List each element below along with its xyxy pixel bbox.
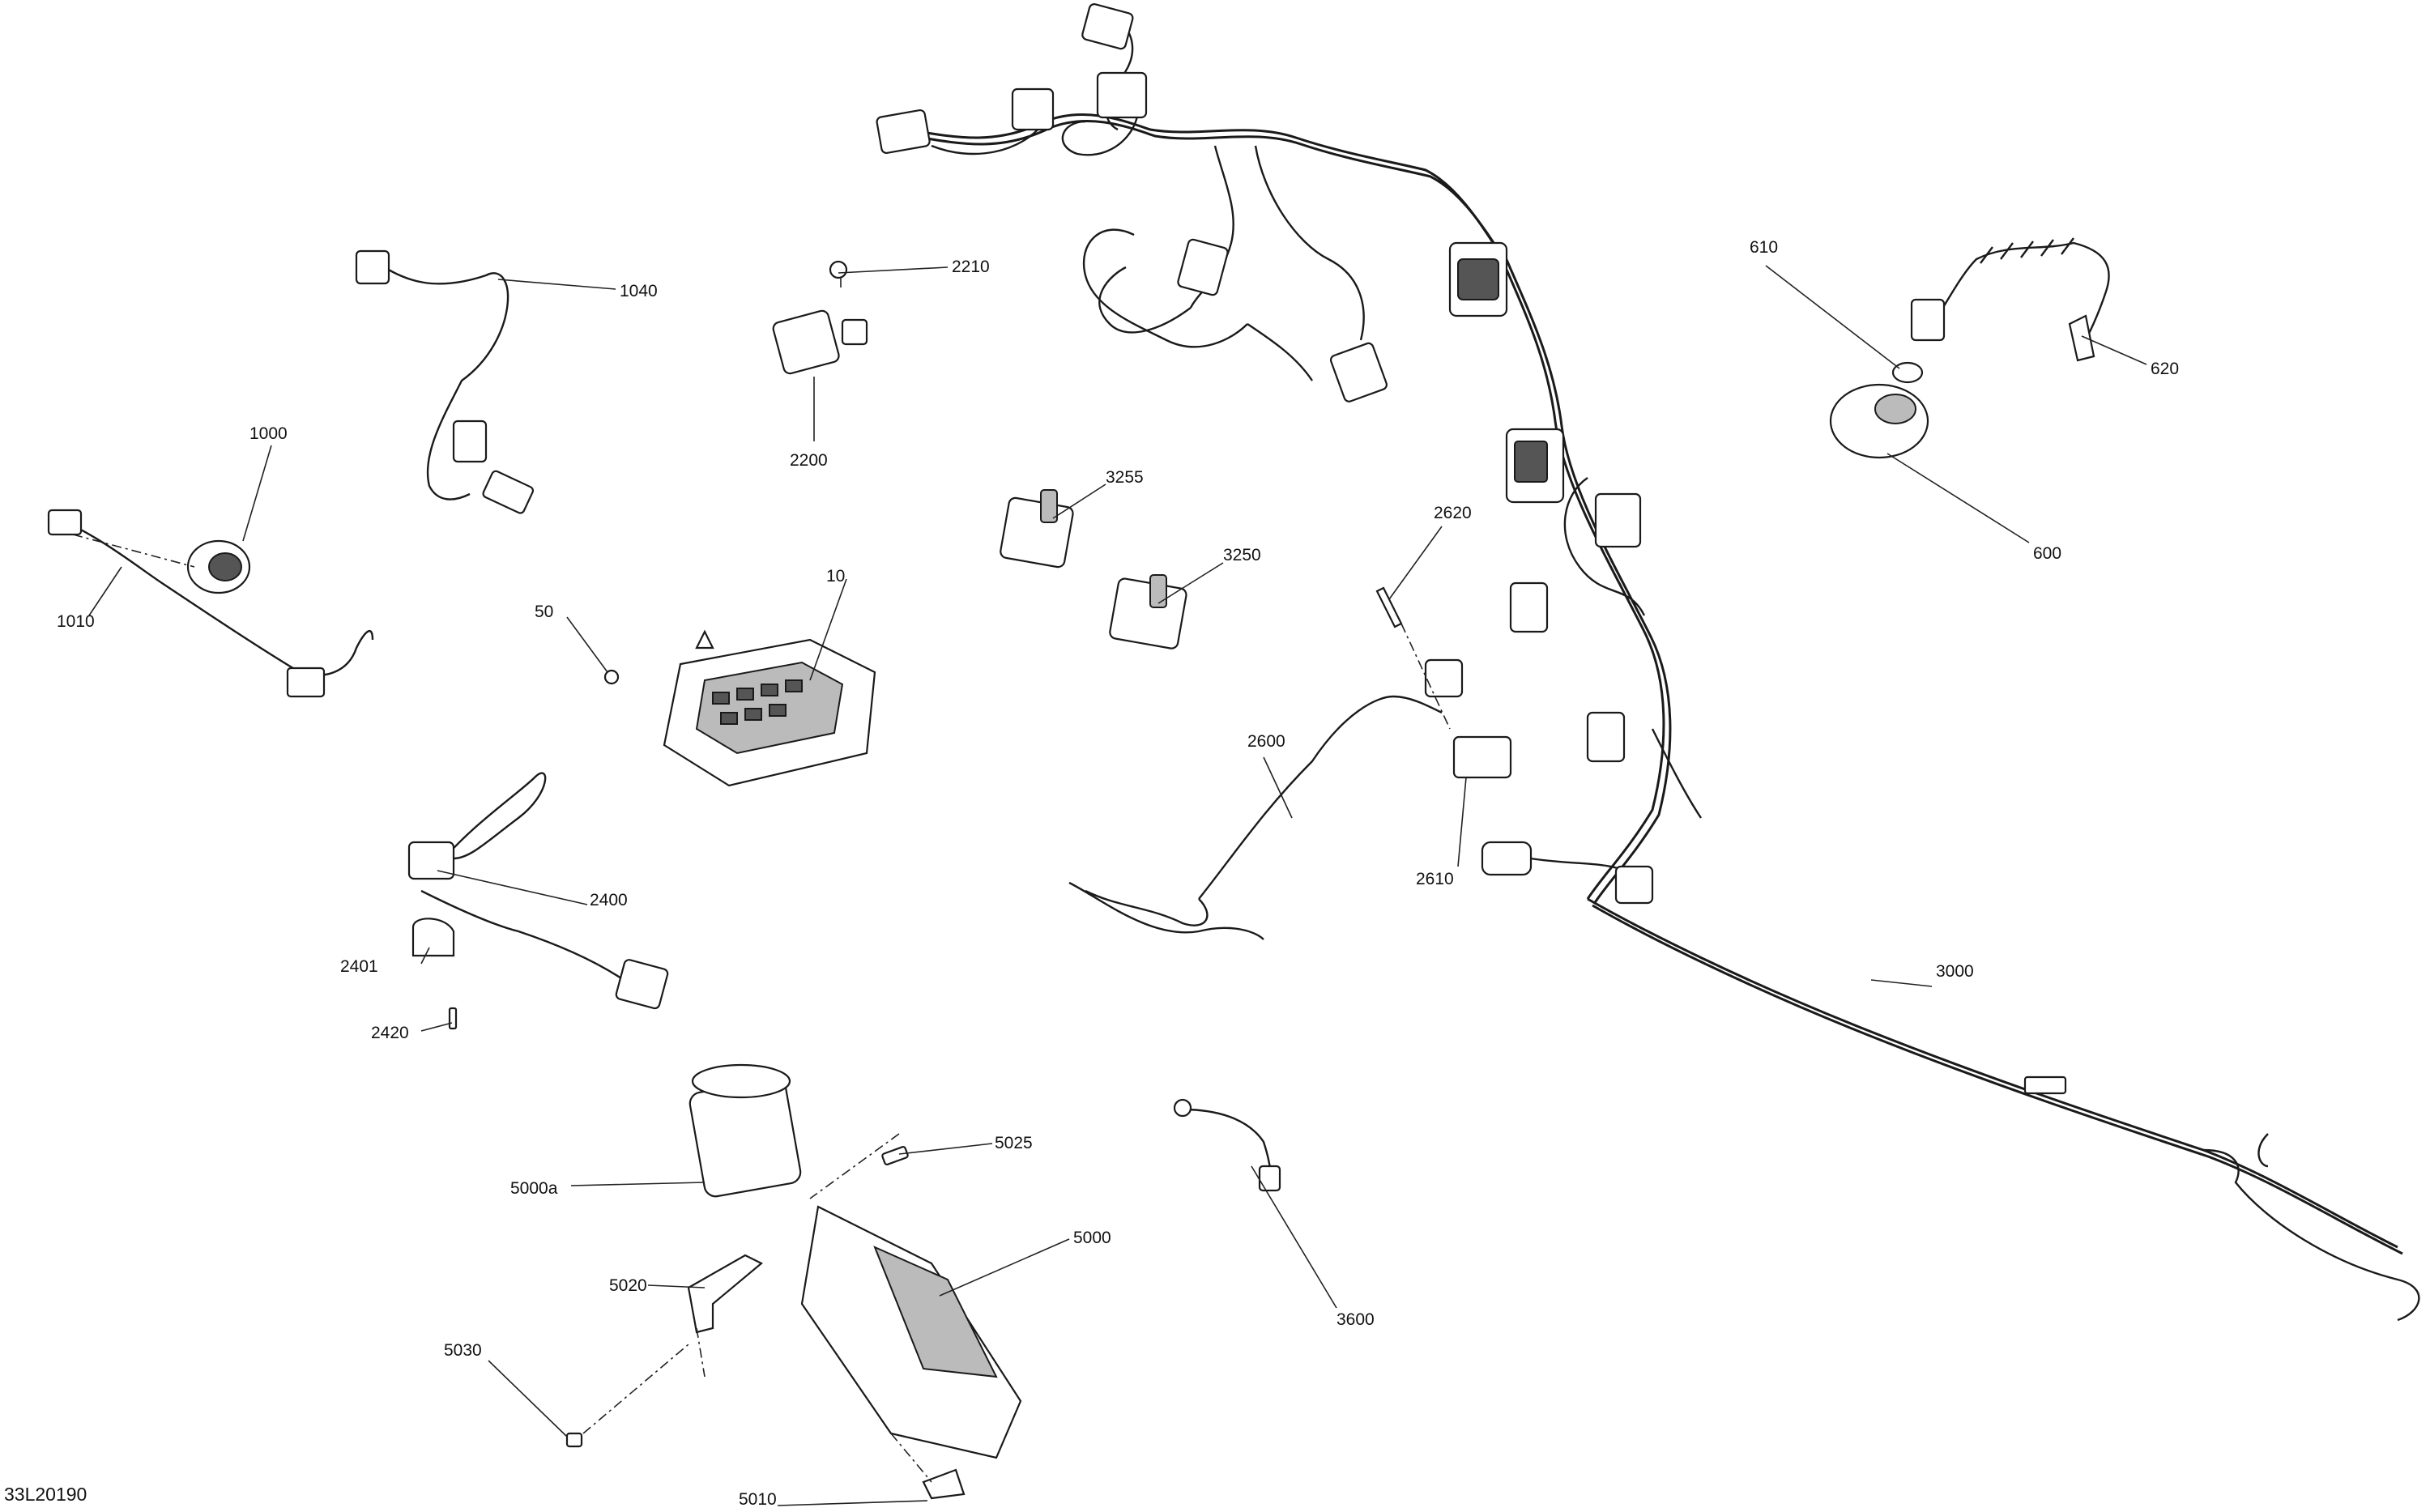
callout-3250: 3250 (1223, 546, 1261, 564)
clip-2401 (411, 918, 455, 957)
ring-610 (1891, 361, 1924, 384)
diagram-reference-code: 33L20190 (4, 1484, 87, 1505)
pin-2620 (1375, 586, 1451, 730)
callout-610: 610 (1750, 238, 1778, 257)
callout-5020: 5020 (609, 1276, 647, 1295)
switch-600 (1829, 383, 1929, 459)
callout-2401: 2401 (340, 957, 378, 976)
bracket-5020 (687, 1254, 763, 1378)
callout-3600: 3600 (1336, 1310, 1375, 1329)
callout-5025: 5025 (995, 1134, 1033, 1152)
callout-2600: 2600 (1247, 732, 1285, 751)
sensor-harness-2400 (407, 772, 669, 1010)
socket-harness-1010 (47, 509, 374, 698)
callout-5030: 5030 (444, 1341, 482, 1360)
oil-filter-5000a (688, 1063, 802, 1198)
callout-5000: 5000 (1073, 1229, 1111, 1247)
sensor-2200 (772, 309, 868, 375)
main-wiring-harness (876, 3, 2420, 1322)
callout-2210: 2210 (952, 258, 990, 276)
switch-3255 (1000, 489, 1074, 569)
callout-1010: 1010 (57, 612, 95, 631)
screw-2210 (829, 260, 848, 287)
switch-3250 (1109, 574, 1187, 650)
callout-2200: 2200 (790, 451, 828, 470)
ground-cable-3600 (1173, 1098, 1281, 1192)
callout-620: 620 (2151, 360, 2179, 378)
harness-2600 (1068, 658, 1464, 940)
callout-2400: 2400 (590, 891, 628, 909)
callout-2620: 2620 (1434, 504, 1472, 522)
module-5000 (800, 1133, 1022, 1459)
callout-3255: 3255 (1106, 468, 1144, 487)
clip-5010 (890, 1433, 966, 1500)
callout-1000: 1000 (249, 424, 288, 443)
power-socket-1000 (186, 539, 251, 594)
callout-1040: 1040 (620, 282, 658, 300)
callout-5000a: 5000a (510, 1179, 558, 1198)
fuse-box-10 (663, 629, 876, 787)
callout-50: 50 (535, 603, 553, 621)
callout-600: 600 (2033, 544, 2061, 563)
callout-2610: 2610 (1416, 870, 1454, 888)
callout-10: 10 (826, 567, 845, 586)
leader-lines (88, 265, 2147, 1506)
pin-2420 (448, 1007, 458, 1030)
tether-cord-620 (1910, 237, 2110, 362)
nut-5030 (565, 1344, 689, 1448)
callout-3000: 3000 (1936, 962, 1974, 981)
callout-5010: 5010 (739, 1490, 777, 1509)
screw-50 (603, 669, 620, 685)
bolt-5025 (881, 1146, 909, 1165)
connector-2610 (1452, 735, 1512, 779)
harness-1040 (355, 249, 535, 514)
callout-2420: 2420 (371, 1024, 409, 1042)
